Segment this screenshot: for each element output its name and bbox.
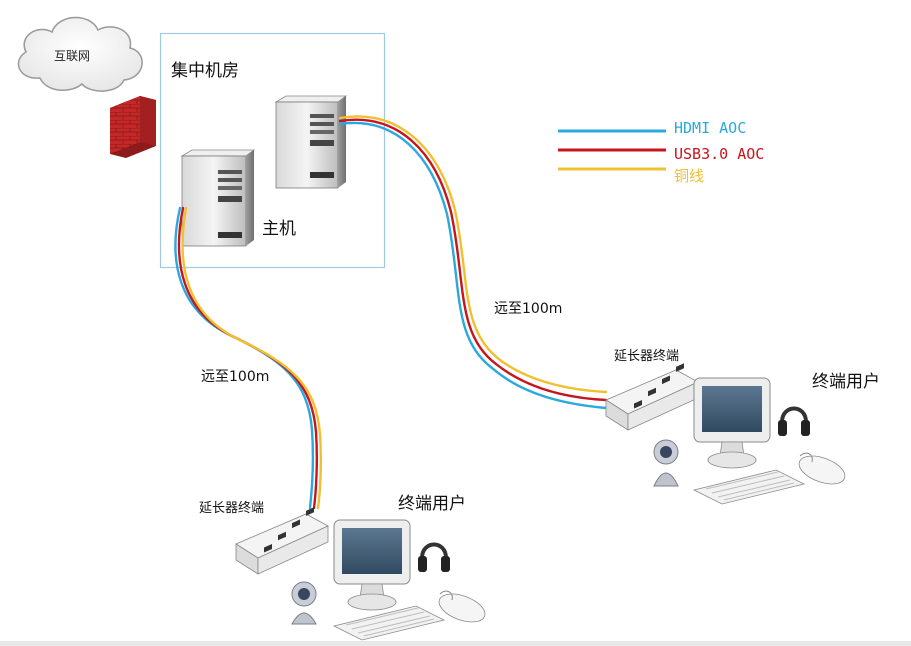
- cloud-label: 互联网: [54, 49, 91, 63]
- mouse-icon: [798, 452, 846, 485]
- firewall-icon: [110, 96, 156, 158]
- monitor-icon: [333, 519, 411, 611]
- user-label-left: 终端用户: [398, 494, 466, 514]
- webcam-icon: [653, 439, 679, 487]
- legend: [558, 129, 666, 171]
- host-label: 主机: [262, 219, 296, 239]
- extender-device-icon: [605, 363, 699, 431]
- cable-right: [338, 115, 608, 410]
- machine-room-title: 集中机房: [171, 61, 239, 81]
- extender-label-left: 延长器终端: [199, 501, 265, 516]
- headphones-icon: [418, 542, 450, 572]
- machine-room-box: [159, 32, 386, 269]
- webcam-icon: [291, 581, 317, 625]
- legend-label-hdmi: HDMI AOC: [674, 119, 747, 137]
- legend-label-copper: 铜线: [674, 167, 705, 185]
- extender-device-icon: [235, 507, 329, 575]
- keyboard-icon: [332, 605, 446, 641]
- internet-cloud-icon: [17, 16, 143, 92]
- keyboard-icon: [692, 469, 806, 505]
- cable-left: [174, 206, 323, 510]
- distance-label-left: 远至100m: [201, 369, 270, 385]
- monitor-icon: [693, 377, 771, 469]
- extender-label-right: 延长器终端: [614, 349, 680, 364]
- mouse-icon: [438, 590, 486, 623]
- host-server-icon: [180, 149, 256, 247]
- headphones-icon: [778, 406, 810, 436]
- server-icon: [274, 95, 348, 189]
- legend-label-usb: USB3.0 AOC: [674, 145, 765, 163]
- bottom-divider: [0, 641, 911, 646]
- user-label-right: 终端用户: [812, 372, 880, 392]
- distance-label-right: 远至100m: [494, 301, 563, 317]
